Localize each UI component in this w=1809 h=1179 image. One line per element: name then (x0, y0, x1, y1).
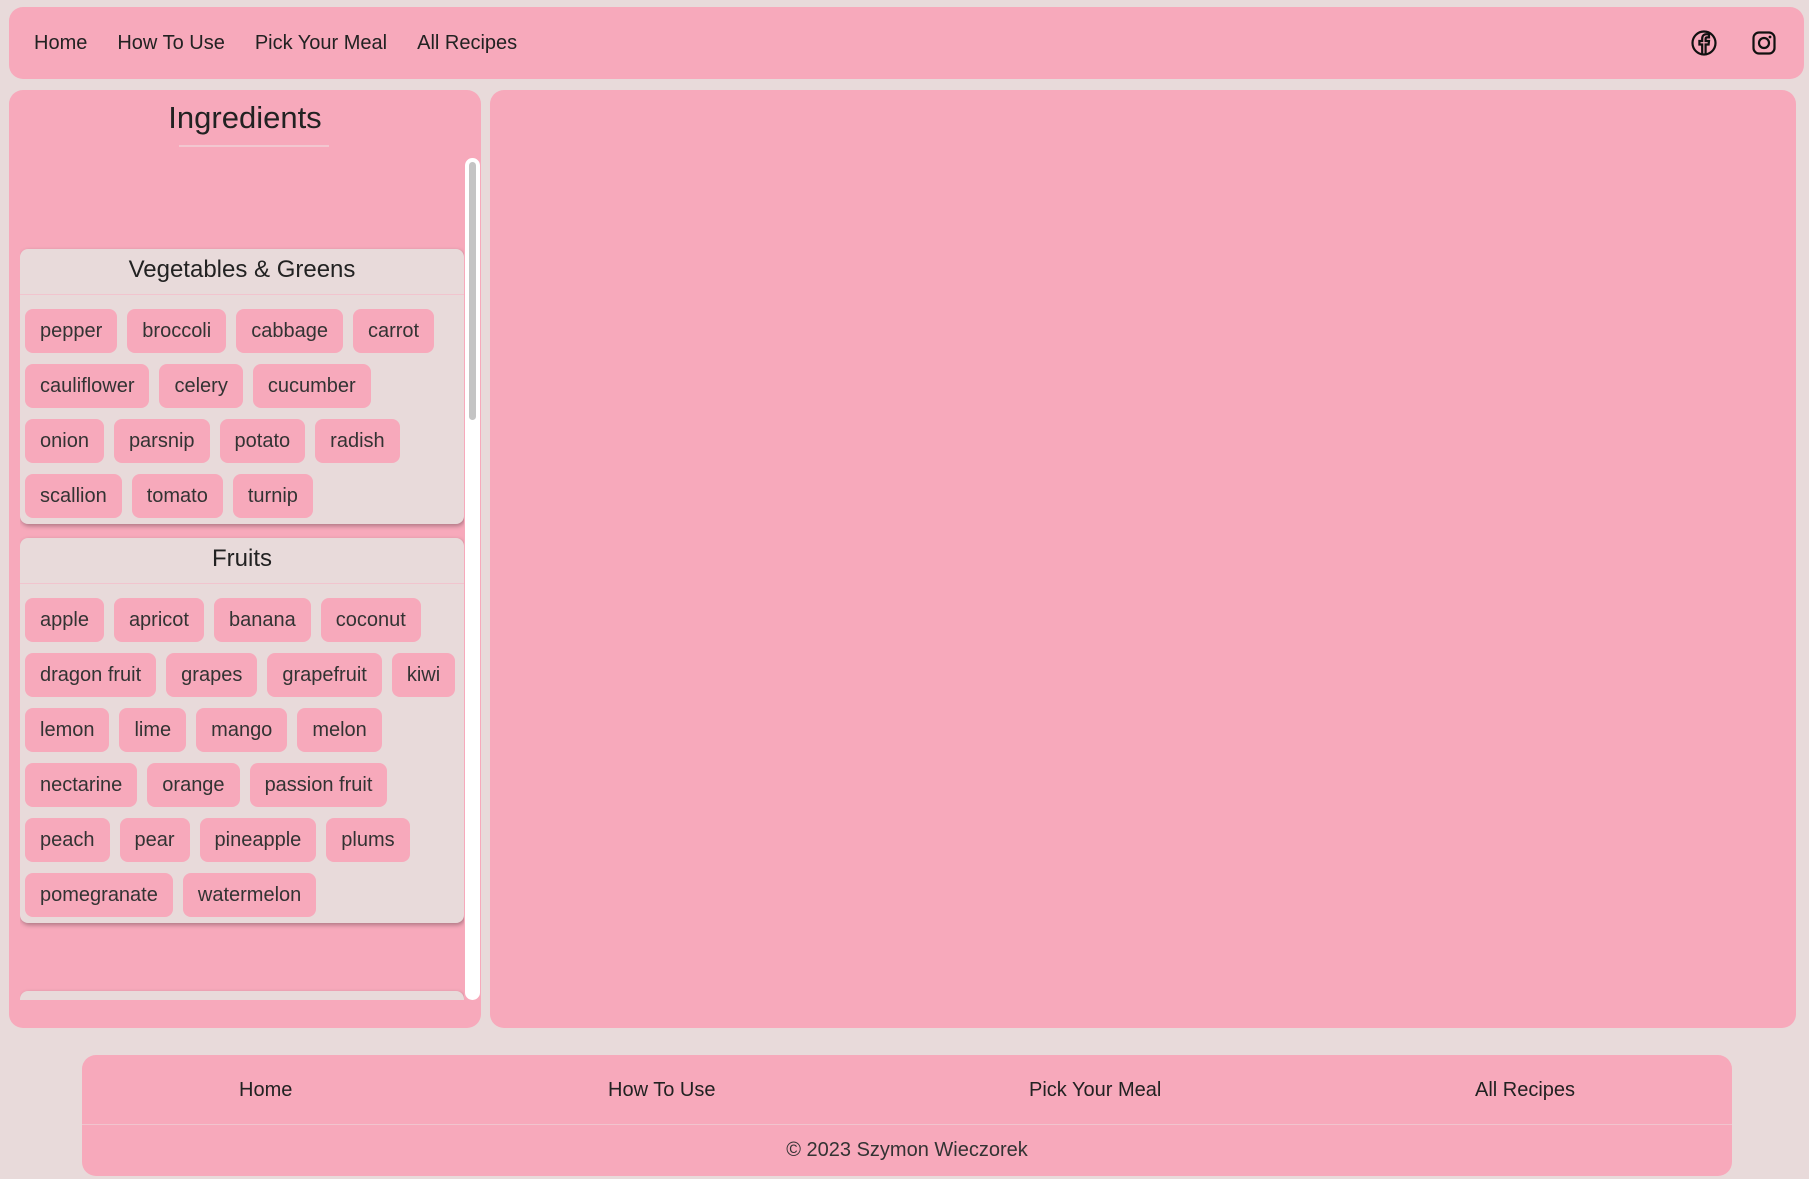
title-divider (179, 145, 329, 147)
ingredient-chip[interactable]: carrot (352, 309, 435, 353)
category-berries: Berries blackberry blueberry cherry (20, 991, 464, 1000)
ingredients-scrollbar[interactable] (465, 158, 480, 1000)
ingredient-chip[interactable]: celery (159, 364, 243, 408)
ingredient-chip[interactable]: mango (196, 708, 288, 752)
ingredient-chip[interactable]: pineapple (199, 818, 317, 862)
ingredient-chip[interactable]: lime (119, 708, 187, 752)
ingredient-chip[interactable]: parsnip (113, 419, 210, 463)
ingredients-title: Ingredients (168, 100, 322, 135)
ingredient-chip[interactable]: pepper (25, 309, 118, 353)
ingredients-scroll-area[interactable]: Vegetables & Greens pepper broccoli cabb… (20, 160, 464, 1000)
ingredient-chip[interactable]: radish (315, 419, 400, 463)
ingredient-chip[interactable]: cucumber (252, 364, 371, 408)
ingredient-chip[interactable]: cauliflower (25, 364, 150, 408)
footer-all-recipes-link[interactable]: All Recipes (1475, 1079, 1576, 1101)
copyright-text: © 2023 Szymon Wieczorek (786, 1139, 1028, 1161)
footer: Home How To Use Pick Your Meal All Recip… (82, 1055, 1732, 1176)
nav-how-to-use-link[interactable]: How To Use (117, 31, 225, 54)
footer-pick-your-meal-link[interactable]: Pick Your Meal (1029, 1079, 1162, 1101)
ingredient-chip[interactable]: grapefruit (267, 653, 382, 697)
ingredient-chip[interactable]: potato (219, 419, 306, 463)
category-title: Fruits (20, 538, 464, 584)
ingredient-chip[interactable]: banana (213, 598, 311, 642)
facebook-icon[interactable] (1689, 28, 1719, 58)
ingredient-chip[interactable]: kiwi (391, 653, 456, 697)
category-vegetables-greens: Vegetables & Greens pepper broccoli cabb… (20, 249, 464, 524)
ingredient-chip[interactable]: peach (25, 818, 110, 862)
nav-pick-your-meal-link[interactable]: Pick Your Meal (254, 31, 388, 54)
footer-links: Home How To Use Pick Your Meal All Recip… (82, 1055, 1732, 1125)
ingredient-chip[interactable]: pomegranate (25, 873, 173, 917)
footer-home-link[interactable]: Home (239, 1079, 293, 1101)
nav-all-recipes-link[interactable]: All Recipes (417, 31, 518, 54)
ingredient-chip[interactable]: plums (326, 818, 410, 862)
ingredient-chip[interactable]: tomato (131, 474, 223, 518)
top-nav-links: Home How To Use Pick Your Meal All Recip… (34, 32, 517, 55)
ingredient-chip[interactable]: nectarine (25, 763, 138, 807)
ingredient-list: pepper broccoli cabbage carrot cauliflow… (20, 295, 464, 524)
top-navbar: Home How To Use Pick Your Meal All Recip… (9, 7, 1804, 79)
ingredient-chip[interactable]: watermelon (182, 873, 317, 917)
ingredient-chip[interactable]: pear (119, 818, 190, 862)
recipe-results-panel (490, 90, 1796, 1028)
social-links (1689, 28, 1779, 58)
ingredient-chip[interactable]: broccoli (127, 309, 227, 353)
ingredients-panel: Ingredients Vegetables & Greens pepper b… (9, 90, 481, 1028)
instagram-icon[interactable] (1749, 28, 1779, 58)
ingredient-chip[interactable]: coconut (320, 598, 421, 642)
ingredient-chip[interactable]: passion fruit (249, 763, 388, 807)
nav-home-link[interactable]: Home (34, 31, 88, 54)
ingredient-chip[interactable]: orange (147, 763, 240, 807)
ingredient-chip[interactable]: melon (297, 708, 382, 752)
ingredient-list: apple apricot banana coconut dragon frui… (20, 584, 464, 923)
category-fruits: Fruits apple apricot banana coconut drag… (20, 538, 464, 923)
ingredient-chip[interactable]: apple (25, 598, 104, 642)
ingredient-chip[interactable]: turnip (232, 474, 313, 518)
ingredient-chip[interactable]: onion (25, 419, 104, 463)
ingredient-chip[interactable]: apricot (113, 598, 204, 642)
ingredient-chip[interactable]: dragon fruit (25, 653, 157, 697)
ingredient-chip[interactable]: cabbage (236, 309, 343, 353)
footer-how-to-use-link[interactable]: How To Use (608, 1079, 716, 1101)
category-title: Berries (20, 991, 464, 1000)
ingredient-chip[interactable]: grapes (166, 653, 258, 697)
category-title: Vegetables & Greens (20, 249, 464, 295)
scrollbar-thumb[interactable] (469, 162, 476, 420)
ingredient-chip[interactable]: scallion (25, 474, 122, 518)
ingredient-chip[interactable]: lemon (25, 708, 110, 752)
